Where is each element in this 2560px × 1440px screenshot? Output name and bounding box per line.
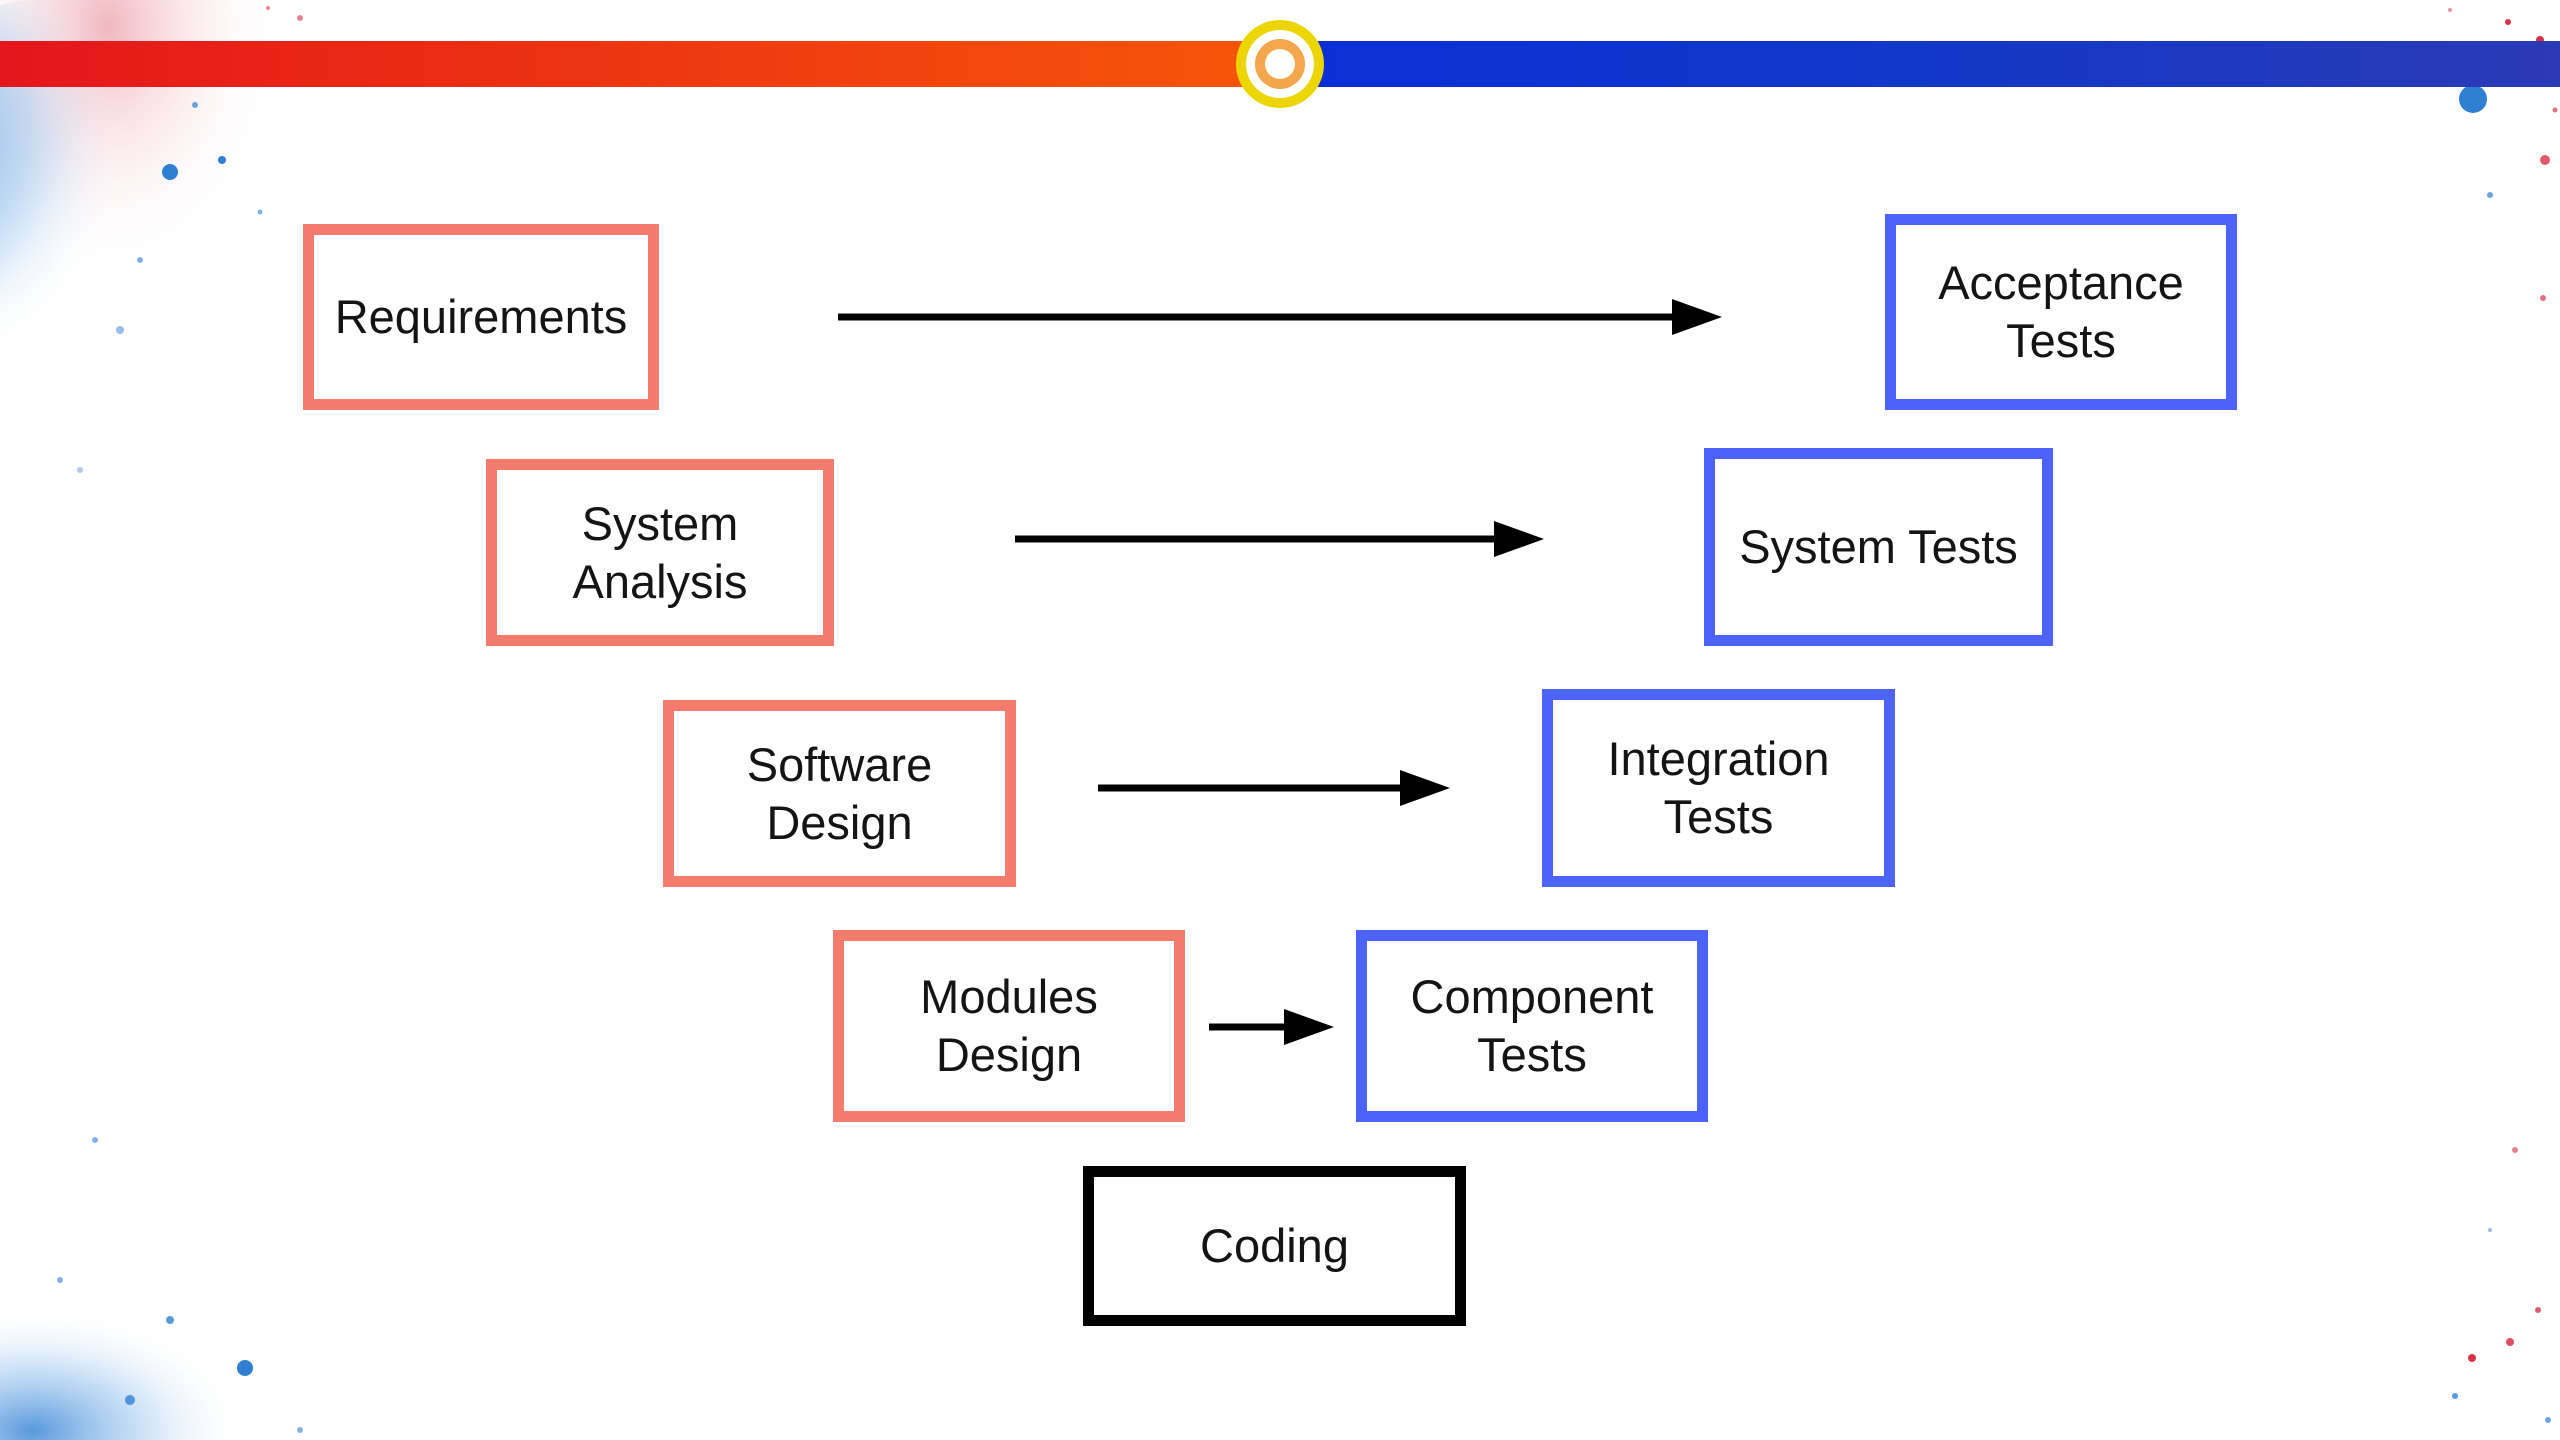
requirements-label: Requirements bbox=[334, 290, 628, 343]
coding-label: Coding bbox=[1200, 1219, 1349, 1272]
acceptance-tests-box: Acceptance Tests bbox=[1885, 214, 2237, 410]
header-bar-blue-section bbox=[1280, 41, 2560, 87]
header-bar bbox=[0, 41, 2560, 87]
integration-tests-label: Integration Tests bbox=[1607, 732, 1830, 843]
software-design-box: Software Design bbox=[663, 700, 1016, 887]
integration-tests-box: Integration Tests bbox=[1542, 689, 1895, 887]
modules-design-box: Modules Design bbox=[833, 930, 1185, 1122]
arrow-requirements-to-acceptance-tests bbox=[838, 299, 1722, 335]
requirements-box: Requirements bbox=[303, 224, 659, 410]
arrow-modules-design-to-component-tests bbox=[1209, 1009, 1334, 1045]
header-bar-red-section bbox=[0, 41, 1280, 87]
system-analysis-label: System Analysis bbox=[572, 496, 748, 608]
software-design-label: Software Design bbox=[746, 737, 933, 849]
arrow-software-design-to-integration-tests bbox=[1098, 770, 1450, 806]
modules-design-label: Modules Design bbox=[920, 970, 1098, 1081]
arrow-system-analysis-to-system-tests bbox=[1015, 521, 1544, 557]
component-tests-label: Component Tests bbox=[1410, 970, 1654, 1081]
acceptance-tests-label: Acceptance Tests bbox=[1938, 256, 2184, 367]
target-emblem-icon bbox=[1236, 20, 1324, 108]
system-tests-label: System Tests bbox=[1739, 520, 2018, 573]
system-tests-box: System Tests bbox=[1704, 448, 2053, 646]
system-analysis-box: System Analysis bbox=[486, 459, 834, 646]
coding-box: Coding bbox=[1083, 1166, 1466, 1326]
component-tests-box: Component Tests bbox=[1356, 930, 1708, 1122]
